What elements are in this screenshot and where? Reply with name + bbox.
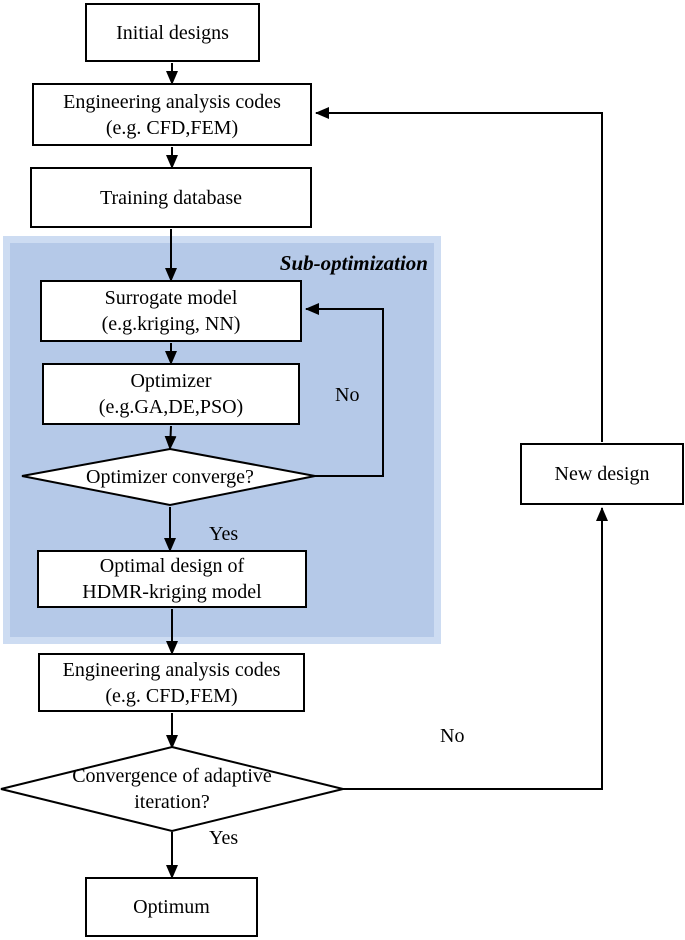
node-optimum: Optimum [85, 877, 258, 937]
node-engineering-analysis-1: Engineering analysis codes (e.g. CFD,FEM… [32, 83, 312, 146]
node-engineering-analysis-2: Engineering analysis codes (e.g. CFD,FEM… [38, 653, 305, 712]
node-surrogate-model-line2: (e.g.kriging, NN) [101, 313, 241, 335]
decision-adaptive-convergence-line2: iteration? [134, 791, 210, 813]
node-engineering-analysis-1-line1: Engineering analysis codes [63, 90, 281, 113]
node-surrogate-model-line1: Surrogate model [104, 287, 238, 309]
node-engineering-analysis-1-line2: (e.g. CFD,FEM) [105, 116, 239, 139]
node-training-database: Training database [30, 167, 312, 228]
sub-optimization-label: Sub-optimization [279, 251, 428, 275]
edge-optimizer-to-decision1 [164, 425, 177, 450]
node-optimum-text: Optimum [133, 896, 210, 918]
label-outer-no: No [440, 725, 465, 747]
label-sub-no: No [335, 384, 360, 406]
edge-decision2-no-to-newdesign [343, 507, 608, 790]
decision-adaptive-convergence-shape [0, 745, 344, 833]
label-outer-yes: Yes [209, 827, 239, 849]
node-surrogate-model: Surrogate model (e.g.kriging, NN) [40, 280, 302, 342]
node-training-database-text: Training database [99, 186, 242, 209]
decision-adaptive-convergence-line1: Convergence of adaptive [72, 765, 272, 787]
node-new-design-text: New design [554, 463, 650, 485]
node-engineering-analysis-2-line2: (e.g. CFD,FEM) [105, 684, 238, 707]
node-optimizer-line1: Optimizer [130, 370, 212, 392]
decision-optimizer-converge-text: Optimizer converge? [86, 466, 254, 488]
node-initial-designs-text: Initial designs [116, 21, 229, 44]
node-initial-designs: Initial designs [85, 3, 260, 62]
decision-adaptive-convergence-text: Convergence of adaptive iteration? [22, 763, 322, 815]
node-optimal-design-line2: HDMR-kriging model [82, 581, 262, 603]
edge-decision1-no-loop [305, 303, 384, 477]
node-optimal-design: Optimal design of HDMR-kriging model [37, 550, 307, 608]
edge-newdesign-to-analysis1 [315, 107, 603, 442]
decision-optimizer-converge-shape [21, 447, 316, 507]
node-optimizer-line2: (e.g.GA,DE,PSO) [98, 396, 244, 418]
node-new-design: New design [520, 443, 684, 505]
node-optimizer: Optimizer (e.g.GA,DE,PSO) [42, 363, 300, 425]
node-engineering-analysis-2-line1: Engineering analysis codes [62, 658, 281, 681]
node-optimal-design-line1: Optimal design of [99, 555, 245, 577]
label-sub-yes: Yes [209, 523, 239, 545]
